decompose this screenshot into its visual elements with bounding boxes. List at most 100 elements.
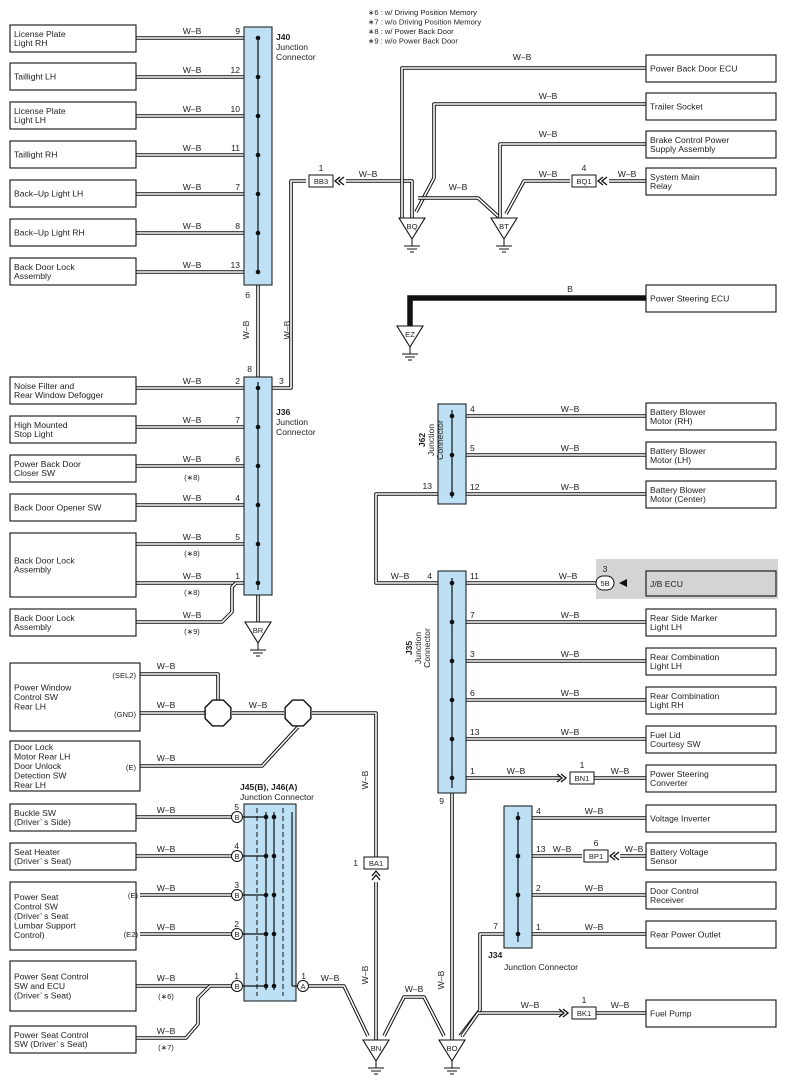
j36-device-0[interactable] (9, 376, 137, 405)
variant-note: (∗8) (184, 473, 200, 482)
power-steering-ecu-label: Power Steering ECU (650, 294, 729, 304)
wire-color-label: W–B (561, 688, 580, 698)
ba1-connector[interactable] (363, 856, 389, 870)
pin-number: 3 (470, 649, 475, 659)
j62-device-2[interactable] (645, 480, 777, 509)
j62-device-0-label: Battery Blower (650, 407, 706, 417)
bp1-connector[interactable] (583, 849, 609, 863)
j62-name: Junction (426, 424, 436, 456)
j40-device-5[interactable] (9, 218, 137, 247)
j45-connector[interactable] (243, 803, 297, 1002)
wire-color-label: W–B (561, 404, 580, 414)
lumbar-support-switch[interactable] (9, 881, 137, 951)
wire-color-label: W–B (183, 376, 202, 386)
j34-device-3[interactable] (645, 920, 777, 949)
j40-device-1[interactable] (9, 62, 137, 91)
j34-device-2[interactable] (645, 881, 777, 910)
j45-letter-b (231, 889, 243, 901)
seat-device-0[interactable] (9, 803, 137, 832)
splice-dot (255, 502, 261, 508)
wire-color-label: W–B (618, 169, 637, 179)
splice-dot (271, 931, 277, 937)
bb3-connector[interactable] (308, 174, 334, 188)
pin-number: 13 (536, 844, 546, 854)
door-lock-motor[interactable] (9, 740, 141, 792)
j45-letter-a (297, 980, 309, 992)
jb-ecu-connector[interactable] (595, 575, 615, 591)
brake-wire-core (499, 143, 646, 218)
j36-name: Connector (276, 427, 316, 437)
ground-ez-id: EZ (405, 330, 415, 339)
j35-device-4[interactable] (645, 764, 777, 793)
bk1-connector[interactable] (571, 1006, 597, 1020)
splice-dot (255, 580, 261, 586)
j36-device-1[interactable] (9, 415, 137, 444)
splice-dot (263, 814, 269, 820)
seat-sw-wire-core (136, 985, 211, 1039)
j34-device-1[interactable] (645, 842, 777, 871)
pin-tag: (SEL2) (112, 671, 136, 680)
seat-device-1[interactable] (9, 842, 137, 871)
wire-color-label: W–B (561, 443, 580, 453)
trailer-socket[interactable] (645, 92, 777, 121)
j40-device-0[interactable] (9, 24, 137, 53)
system-main-relay[interactable] (645, 167, 777, 196)
j36-device-3[interactable] (9, 493, 137, 522)
j62-device-1[interactable] (645, 441, 777, 470)
wire-color-label: B (567, 284, 573, 294)
j36-device-0-label: Noise Filter and (14, 381, 74, 391)
j62-device-0[interactable] (645, 402, 777, 431)
j36-device-lock2-label: Back Door Lock (14, 613, 75, 623)
power-window-switch-label: Control SW (14, 692, 59, 702)
ground-bq-id: BQ (407, 222, 418, 231)
bb3-connector-id: BB3 (314, 177, 328, 186)
j36-device-2[interactable] (9, 454, 137, 483)
bq-bt-wire (418, 196, 502, 220)
j36-device-lock2[interactable] (9, 608, 137, 637)
j40-device-2[interactable] (9, 101, 137, 130)
wire-color-label: W–B (183, 65, 202, 75)
ba1-connector-id: BA1 (369, 859, 383, 868)
bq1-connector[interactable] (571, 174, 597, 188)
j35-device-3[interactable] (645, 725, 777, 754)
fuel-pump[interactable] (645, 999, 777, 1028)
j35-device-0-label: Rear Side Marker (650, 613, 717, 623)
power-steering-wire (407, 295, 646, 326)
pin-number: 12 (470, 482, 480, 492)
j40-device-3[interactable] (9, 140, 137, 169)
j62-j35-wire-core (375, 493, 452, 584)
bn1-connector[interactable] (569, 771, 595, 785)
jb-ecu[interactable] (645, 570, 777, 597)
jb-ecu-conn-id: 5B (600, 579, 609, 588)
j40-device-1-label: Taillight LH (14, 72, 56, 82)
wire-color-label: W–B (282, 320, 292, 339)
pin-number: 1 (235, 571, 240, 581)
j40-device-4[interactable] (9, 179, 137, 208)
brake-control-power-supply[interactable] (645, 130, 777, 159)
power-seat-ecu[interactable] (9, 960, 137, 1012)
fuel-pump-wire (460, 1011, 562, 1038)
pin-number: 4 (470, 404, 475, 414)
seat-device-1-label: Seat Heater (14, 847, 60, 857)
j35-device-0[interactable] (645, 608, 777, 637)
power-window-switch[interactable] (9, 662, 141, 732)
pw-sel2-wire-core (140, 673, 219, 700)
j35-device-2[interactable] (645, 686, 777, 715)
trailer-wire (414, 102, 646, 213)
j36-device-lock[interactable] (9, 532, 137, 598)
power-back-door-ecu[interactable] (645, 54, 777, 83)
power-seat-switch[interactable] (9, 1025, 137, 1054)
wire-color-label: W–B (157, 973, 176, 983)
splice-dot (449, 697, 455, 703)
j34-device-0[interactable] (645, 804, 777, 833)
ground-br-id: BR (253, 626, 264, 635)
wire-color-label: W–B (321, 973, 340, 983)
j45-bn-wire-core (309, 985, 369, 1037)
bb3-arrow-icon (333, 176, 345, 186)
j35-name: Connector (422, 628, 432, 668)
j35-device-1[interactable] (645, 647, 777, 676)
pin-number: 6 (245, 290, 250, 300)
j40-device-6[interactable] (9, 257, 137, 286)
j45-letter-b (231, 811, 243, 823)
power-steering-ecu[interactable] (645, 284, 777, 313)
